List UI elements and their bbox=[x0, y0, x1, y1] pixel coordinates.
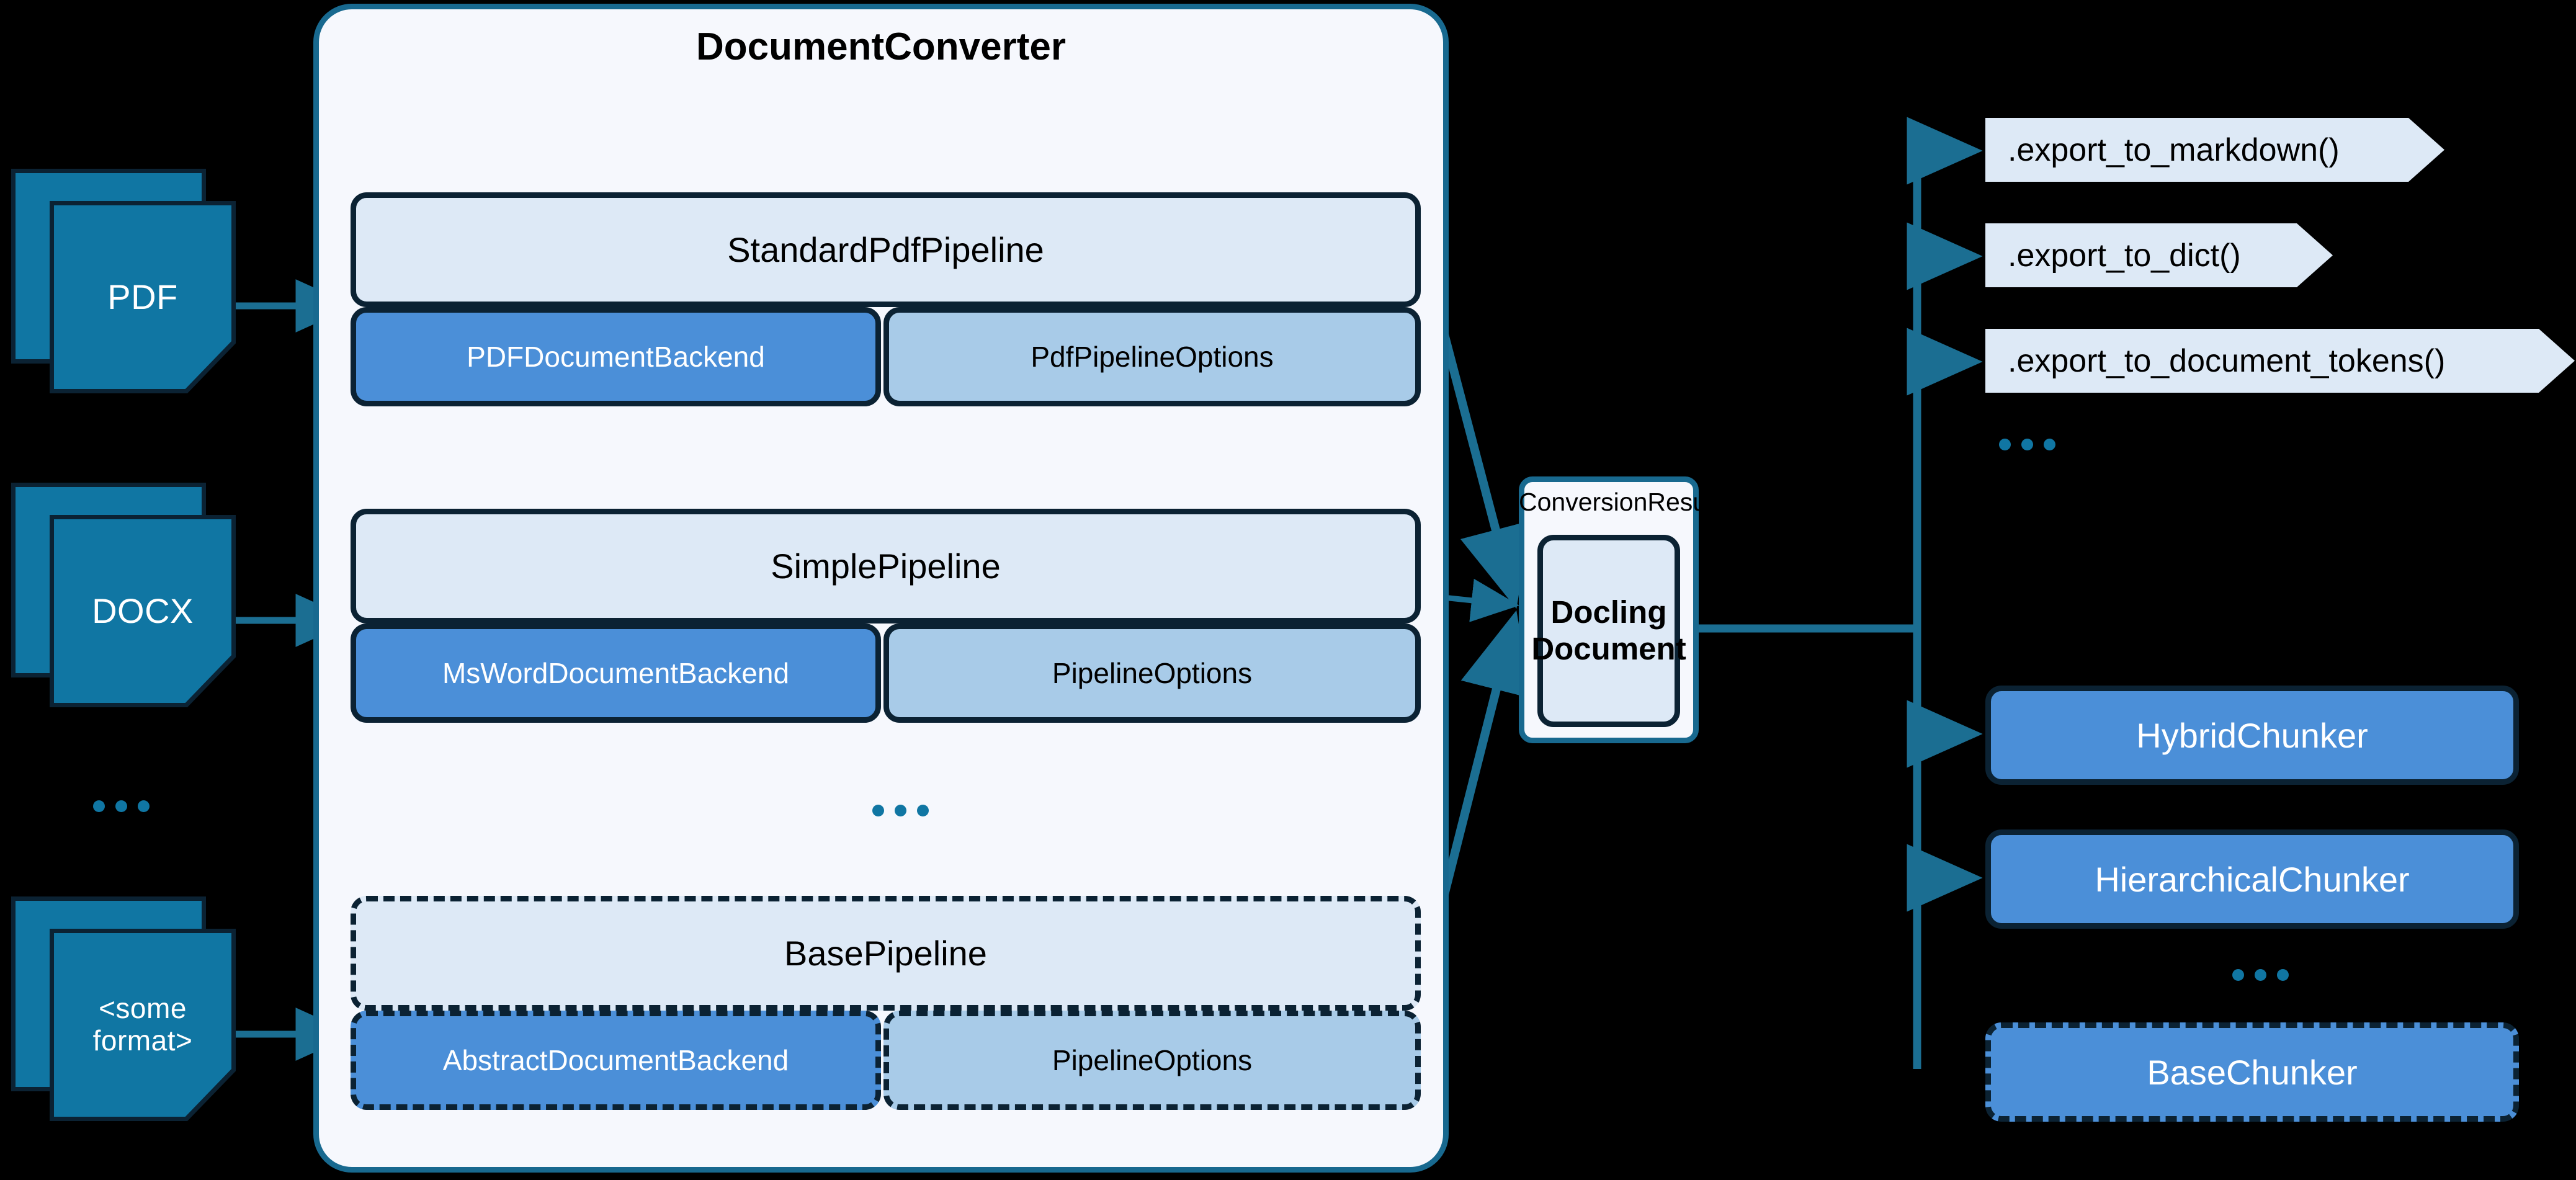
pipeline-backend-pdfdocumentbackend[interactable]: PDFDocumentBackend bbox=[351, 307, 881, 406]
pipeline-options-pdfpipelineoptions[interactable]: PdfPipelineOptions bbox=[883, 307, 1421, 406]
chunker-ellipsis bbox=[2232, 969, 2289, 981]
pipeline-backend-abstractdocumentbackend[interactable]: AbstractDocumentBackend bbox=[351, 1011, 881, 1110]
pipeline-backend-msworddocumentbackend[interactable]: MsWordDocumentBackend bbox=[351, 624, 881, 723]
input-document-label: <some format> bbox=[92, 992, 193, 1057]
document-front-sheet bbox=[54, 205, 231, 389]
pipeline-header-simplepipeline[interactable]: SimplePipeline bbox=[351, 509, 1421, 624]
export-method-markdown[interactable]: .export_to_markdown() bbox=[1985, 118, 2444, 182]
input-document-label: DOCX bbox=[92, 591, 194, 630]
document-converter-title: DocumentConverter bbox=[696, 25, 1066, 68]
input-ellipsis bbox=[93, 800, 150, 812]
docling-document-label: Docling Document bbox=[1531, 594, 1686, 666]
pipeline-header-standardpdfpipeline[interactable]: StandardPdfPipeline bbox=[351, 192, 1421, 307]
docling-document-node[interactable]: Docling Document bbox=[1531, 535, 1686, 727]
conversion-result-label: ConversionResult bbox=[1519, 488, 1720, 516]
export-method-dict[interactable]: .export_to_dict() bbox=[1985, 223, 2333, 287]
pipeline-header-basepipeline[interactable]: BasePipeline bbox=[351, 896, 1421, 1011]
chunker-hybridchunker[interactable]: HybridChunker bbox=[1985, 686, 2519, 785]
export-ellipsis bbox=[1999, 439, 2055, 450]
export-method-document-tokens[interactable]: .export_to_document_tokens() bbox=[1985, 329, 2575, 393]
input-document-label: PDF bbox=[107, 277, 178, 316]
document-front-sheet bbox=[54, 519, 231, 703]
pipeline-options-pipelineoptions[interactable]: PipelineOptions bbox=[883, 624, 1421, 723]
document-front-sheet bbox=[54, 933, 231, 1117]
chunker-hierarchicalchunker[interactable]: HierarchicalChunker bbox=[1985, 829, 2519, 929]
chunker-basechunker[interactable]: BaseChunker bbox=[1985, 1022, 2519, 1122]
pipeline-ellipsis bbox=[872, 805, 929, 816]
pipeline-options-pipelineoptions-abstract[interactable]: PipelineOptions bbox=[883, 1011, 1421, 1110]
